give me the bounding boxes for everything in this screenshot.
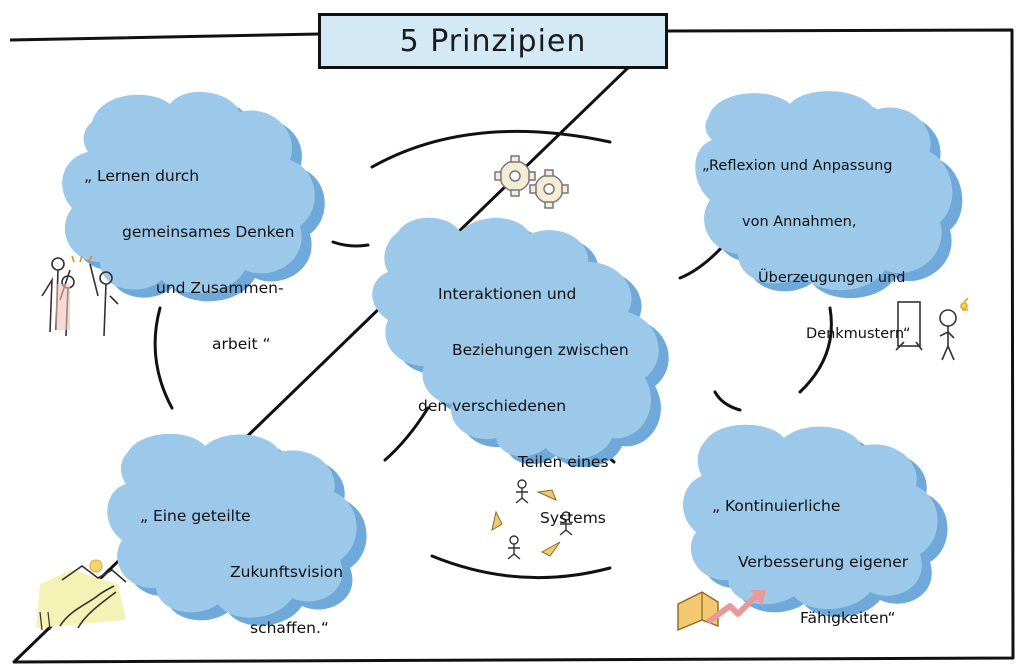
- principle-2-line-3: Überzeugungen und: [758, 270, 906, 286]
- principle-text-1: „ Lernen durch gemeinsames Denken und Zu…: [84, 134, 294, 386]
- principle-text-3: „ Eine geteilte Zukunftsvision schaffen.…: [140, 474, 343, 670]
- principle-2-line-2: von Annahmen,: [742, 214, 857, 230]
- principle-3-line-1: „ Eine geteilte: [140, 507, 251, 525]
- principle-4-line-1: „ Kontinuierliche: [712, 497, 841, 515]
- path-mountains-icon: [36, 559, 127, 631]
- principle-1-line-3: und Zusammen-: [156, 279, 284, 297]
- principle-cloud-2: [695, 91, 963, 299]
- principle-3-line-2: Zukunftsvision: [230, 563, 344, 581]
- people-high-five-icon: [41, 255, 119, 337]
- center-line-3: den verschiedenen: [418, 397, 567, 415]
- center-text: Interaktionen und Beziehungen zwischen d…: [418, 252, 629, 560]
- principle-text-2: „Reflexion und Anpassung von Annahmen, Ü…: [702, 124, 911, 376]
- principle-3-line-3: schaffen.“: [250, 619, 329, 637]
- principle-cloud-1: [62, 91, 325, 302]
- principle-cloud-3: [107, 433, 367, 626]
- center-line-5: Systems: [540, 509, 606, 527]
- principle-1-line-4: arbeit “: [212, 335, 271, 353]
- gears-icon: [494, 155, 569, 209]
- center-line-1: Interaktionen und: [438, 285, 577, 303]
- principle-2-line-4: Denkmustern“: [806, 326, 911, 342]
- center-line-4: Teilen eines: [518, 453, 609, 471]
- person-mirror-icon: [895, 297, 969, 361]
- page-title: 5 Prinzipien: [318, 13, 668, 69]
- principle-2-line-1: „Reflexion und Anpassung: [702, 158, 893, 174]
- principle-4-line-2: Verbesserung eigener: [738, 553, 909, 571]
- center-cloud: [372, 217, 669, 468]
- book-growth-arrow-icon: [677, 590, 766, 632]
- principle-4-line-3: Fähigkeiten“: [800, 609, 896, 627]
- principle-text-4: „ Kontinuierliche Verbesserung eigener F…: [712, 464, 908, 660]
- principle-1-line-1: „ Lernen durch: [84, 167, 200, 185]
- cycle-people-icon: [491, 479, 573, 560]
- principle-1-line-2: gemeinsames Denken: [122, 223, 295, 241]
- principle-cloud-4: [683, 424, 948, 618]
- center-line-2: Beziehungen zwischen: [452, 341, 629, 359]
